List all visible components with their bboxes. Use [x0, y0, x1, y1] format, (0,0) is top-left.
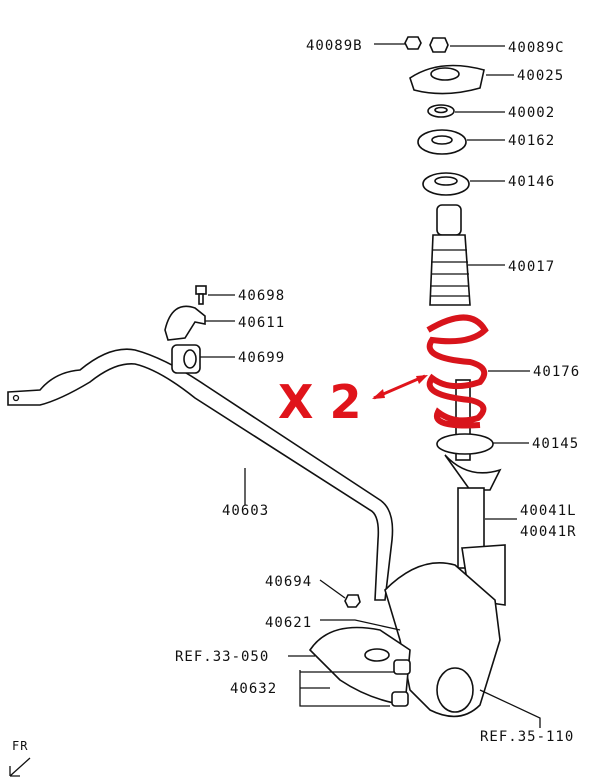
- label-40176: 40176: [533, 364, 580, 380]
- label-40025: 40025: [517, 68, 564, 84]
- label-40041R: 40041R: [520, 524, 577, 540]
- front-direction-arrow-icon: [9, 757, 31, 777]
- label-40621: 40621: [265, 615, 312, 631]
- nut-40694: [344, 594, 361, 608]
- seat-40162: [417, 129, 467, 155]
- label-ref-33-050: REF.33-050: [175, 649, 269, 665]
- top-mount-40025: [409, 64, 485, 95]
- label-40698: 40698: [238, 288, 285, 304]
- bushing-40632: [391, 659, 411, 707]
- lower-arm-ref-33-050: [308, 626, 411, 706]
- nut-40089C: [429, 37, 449, 53]
- label-40162: 40162: [508, 133, 555, 149]
- label-40603: 40603: [222, 503, 269, 519]
- quantity-arrow: [372, 374, 428, 400]
- insulator-40146: [422, 172, 470, 196]
- bolt-40698: [195, 285, 207, 305]
- quantity-callout: X 2: [278, 375, 362, 429]
- sway-bar-40603: [7, 348, 394, 601]
- knuckle-ref-35-110: [384, 562, 501, 718]
- label-40145: 40145: [532, 436, 579, 452]
- label-40146: 40146: [508, 174, 555, 190]
- label-front: FR: [12, 739, 28, 753]
- bracket-40611: [164, 305, 206, 341]
- label-40041L: 40041L: [520, 503, 577, 519]
- coil-spring-40176: [426, 314, 489, 429]
- label-ref-35-110: REF.35-110: [480, 729, 574, 745]
- bushing-40699: [171, 344, 201, 374]
- bump-stop-40017: [429, 204, 471, 306]
- label-40089C: 40089C: [508, 40, 565, 56]
- label-40017: 40017: [508, 259, 555, 275]
- label-40002: 40002: [508, 105, 555, 121]
- label-40699: 40699: [238, 350, 285, 366]
- label-40632: 40632: [230, 681, 277, 697]
- nut-40089B: [404, 36, 422, 50]
- bearing-40002: [427, 104, 455, 118]
- label-40089B: 40089B: [306, 38, 363, 54]
- label-40611: 40611: [238, 315, 285, 331]
- label-40694: 40694: [265, 574, 312, 590]
